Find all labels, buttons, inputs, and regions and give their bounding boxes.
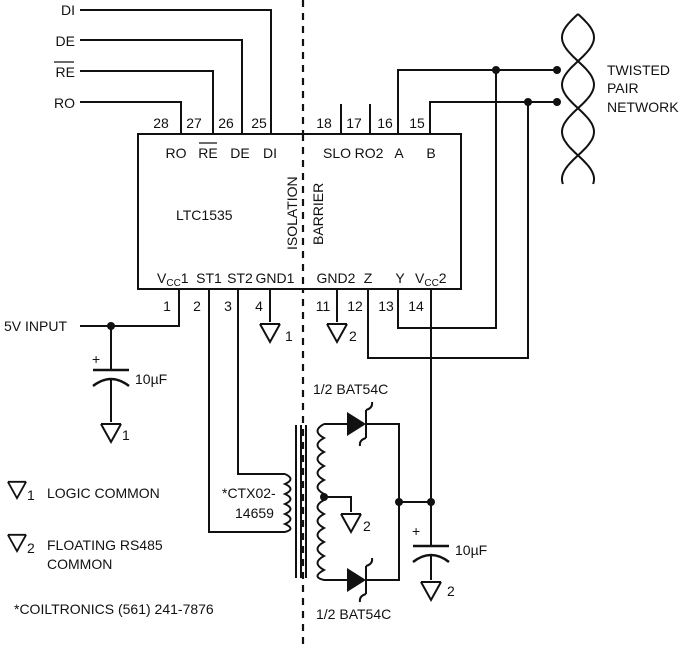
pin-25-number: 25	[251, 115, 267, 131]
pin-15-number: 15	[409, 115, 425, 131]
pin-18-number: 18	[316, 115, 332, 131]
pin-1-number: 1	[163, 298, 171, 314]
ic-body	[137, 133, 462, 290]
cap-right-value: 10µF	[455, 542, 487, 558]
pin-ro2-label: RO2	[355, 145, 384, 161]
pin-11-number: 11	[316, 298, 331, 314]
cap-right-polarity: +	[412, 523, 420, 539]
twisted-pair-label-2: PAIR	[607, 80, 639, 96]
ground-mark-1a: 1	[122, 427, 130, 443]
pin-de-label: DE	[230, 145, 249, 161]
pin-y-label: Y	[395, 270, 405, 286]
pin-28-number: 28	[153, 115, 169, 131]
power-input-label: 5V INPUT	[4, 318, 67, 334]
pin-gnd1-label: GND1	[256, 270, 295, 286]
transformer-label-1: *CTX02-	[222, 485, 276, 501]
signal-di: DI	[61, 2, 75, 18]
barrier-label-1: ISOLATION	[284, 176, 300, 250]
ground-mark-1b: 1	[285, 328, 293, 344]
twisted-pair-label-1: TWISTED	[607, 62, 670, 78]
pin-3-number: 3	[224, 298, 232, 314]
pin-14-number: 14	[408, 298, 424, 314]
ground-mark-2b: 2	[363, 518, 371, 534]
pin-27-number: 27	[186, 115, 202, 131]
twisted-pair-cable	[560, 13, 596, 185]
ground-mark-2c: 2	[447, 583, 455, 599]
diode-top-label: 1/2 BAT54C	[313, 381, 388, 397]
pin-vcc2-label: VCC2	[415, 270, 447, 289]
pin-ro-label: RO	[166, 145, 187, 161]
signal-de: DE	[56, 33, 75, 49]
footnote: *COILTRONICS (561) 241-7876	[14, 601, 214, 617]
signal-re: RE	[56, 64, 75, 80]
cap-left-value: 10µF	[135, 371, 167, 387]
pin-4-number: 4	[255, 298, 263, 314]
pin-13-number: 13	[378, 298, 394, 314]
pin-26-number: 26	[218, 115, 234, 131]
legend-2-num: 2	[27, 540, 35, 556]
diode-bottom-label: 1/2 BAT54C	[316, 606, 391, 622]
pin-gnd2-label: GND2	[317, 270, 356, 286]
pin-st1-label: ST1	[196, 270, 222, 286]
legend-1-text: LOGIC COMMON	[47, 485, 160, 501]
legend-2-text-2: COMMON	[47, 556, 112, 572]
pin-st2-label: ST2	[227, 270, 253, 286]
legend-2-text-1: FLOATING RS485	[47, 537, 163, 553]
pin-b-label: B	[426, 145, 435, 161]
pin-2-number: 2	[193, 298, 201, 314]
pin-16-number: 16	[377, 115, 393, 131]
pin-di-label: DI	[263, 145, 277, 161]
twisted-pair-label-3: NETWORK	[607, 99, 679, 115]
transformer-label-2: 14659	[235, 505, 274, 521]
pin-17-number: 17	[346, 115, 362, 131]
pin-vcc1-label: VCC1	[157, 270, 189, 289]
chip-name: LTC1535	[176, 207, 233, 223]
pin-z-label: Z	[364, 270, 373, 286]
ground-mark-2a: 2	[349, 328, 357, 344]
pin-re-label: RE	[198, 145, 217, 161]
barrier-label-2: BARRIER	[310, 183, 326, 245]
pin-slo-label: SLO	[323, 145, 351, 161]
pin-12-number: 12	[347, 298, 363, 314]
pin-a-label: A	[394, 145, 404, 161]
legend-1-num: 1	[27, 487, 35, 503]
signal-ro: RO	[54, 95, 75, 111]
cap-left-polarity: +	[92, 351, 100, 367]
